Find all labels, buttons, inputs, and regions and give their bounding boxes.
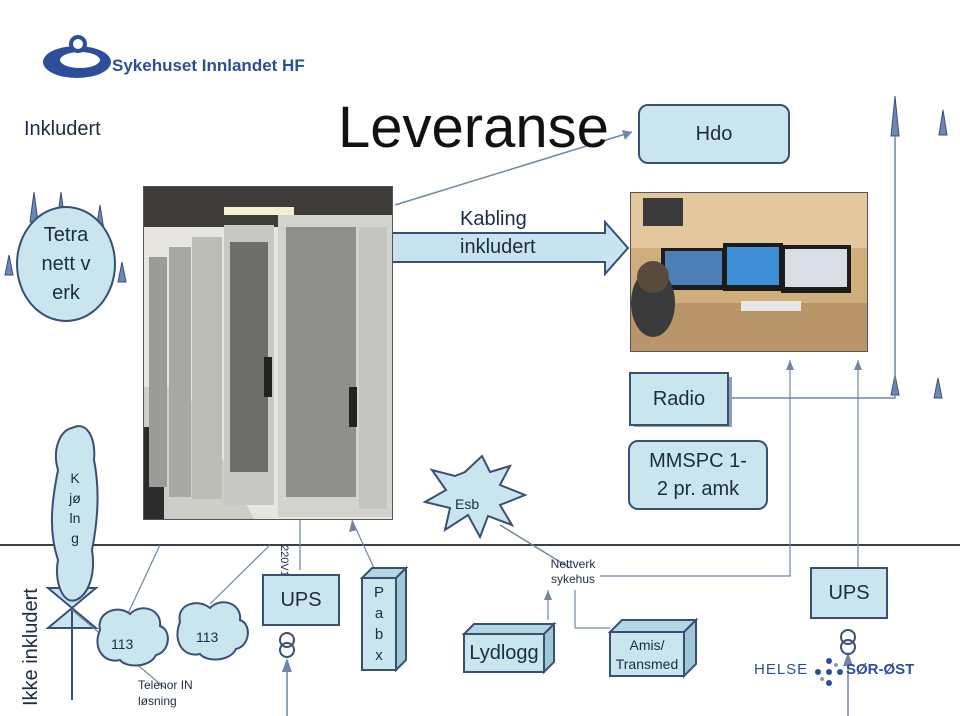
kjoling-line-1: K [70,470,80,486]
page-title: Leveranse [338,95,609,160]
antenna-icon [890,95,900,137]
helse-left: HELSE [754,661,809,678]
antenna-icon [933,377,943,399]
pabx-line-4: x [375,647,383,664]
pabx-line-2: a [374,605,384,622]
pabx-box [359,565,409,673]
control-room-photo [630,192,868,352]
kjoling-shape [50,425,99,602]
cabling-arrow [389,219,630,277]
cabinet-hdo-line [394,131,633,206]
kjoling-line-3: ln [69,510,81,526]
server-room-photo [143,186,393,520]
power-outlet-icon [279,632,295,658]
kjoling-text: K jø ln g [58,468,92,548]
lydlogg-label-wrap: Lydlogg [464,634,544,672]
mmspc-line-1: MMSPC 1- [649,450,747,472]
lydlogg-label: Lydlogg [469,641,539,664]
tetra-node: Tetra nett v erk [16,206,116,322]
amis-line-1: Amis/ [629,637,665,653]
ups-right-node: UPS [810,567,888,619]
amis-line-2: Transmed [615,656,679,672]
logo: Sykehuset Innlandet HF [40,30,305,85]
kjoling-line-4: g [71,530,79,546]
tetra-line-1: Tetra [43,223,89,246]
esb-label: Esb [455,496,480,512]
kjoling-line-2: jø [69,490,81,506]
ups-left-label: UPS [280,588,322,611]
pabx-line-1: P [373,584,384,601]
cabling-line-2: inkludert [460,236,536,258]
hospital-logo-icon [43,35,111,78]
antenna-icon [117,261,127,283]
helse-logo: HELSE SØR-ØST [754,655,914,689]
ups-right-label: UPS [828,581,870,604]
nettverk-line-1: Nettverk [550,557,596,571]
cabling-line-1: Kabling [460,208,527,230]
tetra-line-2: nett v [41,252,91,275]
helse-right: SØR-ØST [846,661,915,678]
radio-label: Radio [652,387,706,410]
server-cabinet-image [144,187,392,519]
telenor-line-1: Telenor IN [138,678,193,692]
hdo-node: Hdo [638,104,790,164]
power-outlet-icon [840,629,856,655]
pabx-text: P a b x [362,580,396,668]
lydlogg-box [461,621,557,675]
cloud-113-a [96,607,169,667]
nettverk-node: Nettverk sykehus [538,554,608,590]
esb-burst [422,454,528,540]
telenor-line-2: løsning [138,694,177,708]
cloud-113-b [176,601,249,661]
not-included-label: Ikke inkludert [20,588,42,706]
mmspc-line-2: 2 pr. amk [656,478,740,500]
cloud-113-b-label: 113 [196,629,219,645]
ups-left-node: UPS [262,574,340,626]
antenna-link [728,136,896,399]
radio-node: Radio [629,372,729,426]
nettverk-line-2: sykehus [550,572,596,586]
hdo-label: Hdo [695,122,733,145]
pabx-line-3: b [374,626,384,643]
mmspc-node: MMSPC 1- 2 pr. amk [628,440,768,510]
operator-workstation-image [631,193,867,351]
helse-dots-icon [815,658,843,686]
antenna-icon [4,254,14,276]
antenna-icon [938,109,948,136]
cloud-113-a-label: 113 [111,636,134,652]
amis-label-wrap: Amis/ Transmed [606,634,688,676]
included-label: Inkludert [24,118,101,140]
amis-box [607,617,699,679]
tetra-line-3: erk [52,281,80,304]
logo-text: Sykehuset Innlandet HF [112,56,305,75]
